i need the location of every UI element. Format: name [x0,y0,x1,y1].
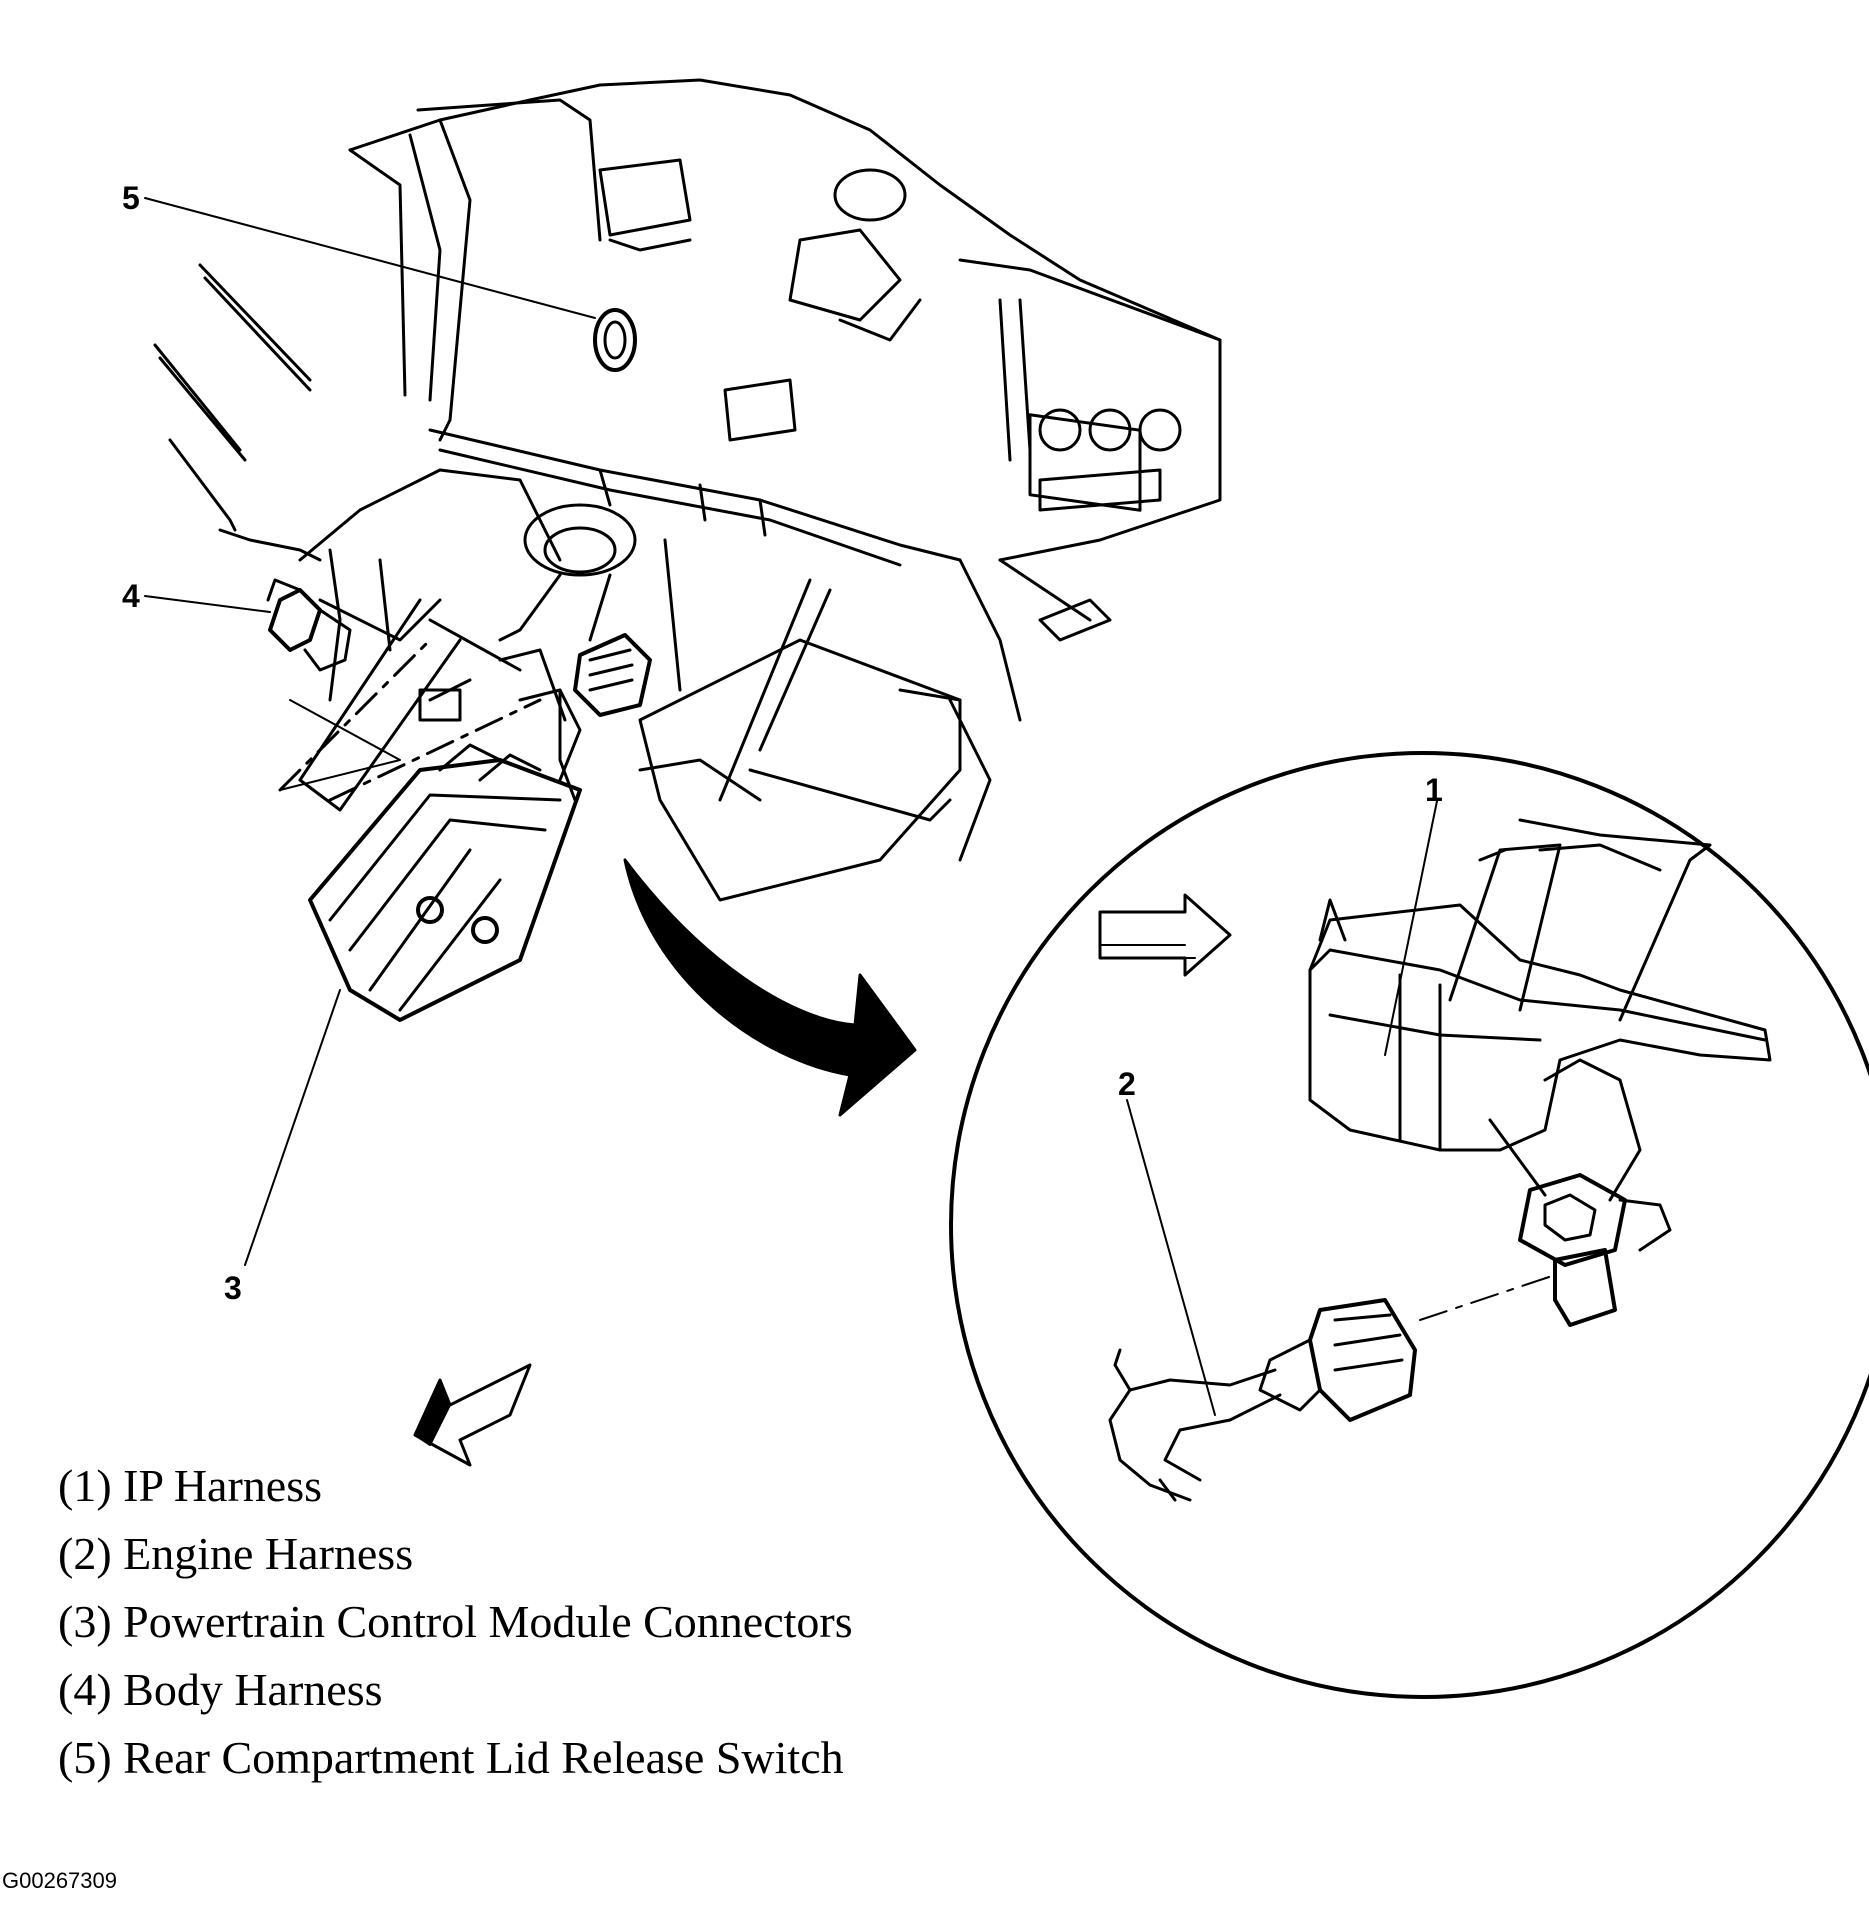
instrument-panel-view [153,78,1222,1022]
callout-1: 1 [1425,772,1443,808]
callout-2: 2 [1118,1066,1136,1102]
curved-pointer-arrow [623,858,917,1117]
direction-arrow [1098,893,1232,977]
legend-item: (4) Body Harness [58,1664,383,1715]
callout-3: 3 [224,1270,242,1306]
legend-item: (2) Engine Harness [58,1528,414,1579]
callout-5: 5 [122,180,140,216]
callout-leaders [144,197,1438,1416]
legend-item: (5) Rear Compartment Lid Release Switch [58,1732,844,1783]
legend-item: (3) Powertrain Control Module Connectors [58,1596,853,1647]
legend: (1) IP Harness (2) Engine Harness (3) Po… [58,1452,853,1792]
powertrain-control-module [308,648,582,1022]
legend-item: (1) IP Harness [58,1460,323,1511]
detail-inset [949,751,1869,1699]
figure-id: G00267309 [2,1868,117,1893]
body-harness-connector [266,578,472,722]
callout-4: 4 [122,578,140,614]
